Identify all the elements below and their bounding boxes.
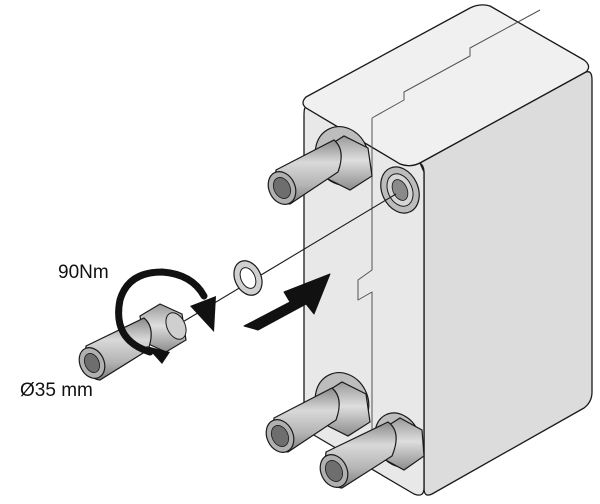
torque-arrow-tail bbox=[146, 346, 170, 364]
curved-arrow-icon bbox=[115, 268, 216, 364]
torque-arrow-back bbox=[115, 268, 208, 356]
torque-label: 90Nm bbox=[58, 262, 109, 283]
pipe-bore-bottom-left bbox=[270, 425, 290, 447]
fitting-top-left bbox=[267, 126, 373, 205]
fitting-bottom-right bbox=[319, 412, 425, 489]
port-top-right bbox=[380, 166, 420, 214]
pipe-bore-bottom-right bbox=[324, 460, 344, 482]
torque-arrow-head bbox=[190, 296, 216, 332]
nut-face-loose bbox=[165, 312, 187, 340]
body-right-face bbox=[419, 71, 593, 496]
pipe-bore-top-left bbox=[272, 177, 292, 199]
fitting-bottom-left bbox=[265, 372, 371, 453]
washer-hole bbox=[239, 267, 257, 289]
body-seam-front bbox=[357, 118, 373, 470]
pipe-bore-loose bbox=[83, 353, 101, 373]
body-seam-top bbox=[371, 9, 541, 119]
port-bore-top-right bbox=[391, 179, 409, 201]
sealing-washer bbox=[233, 260, 263, 296]
block-arrow-icon bbox=[243, 273, 331, 331]
diameter-label: Ø35 mm bbox=[20, 380, 93, 401]
loose-fitting bbox=[78, 303, 187, 381]
